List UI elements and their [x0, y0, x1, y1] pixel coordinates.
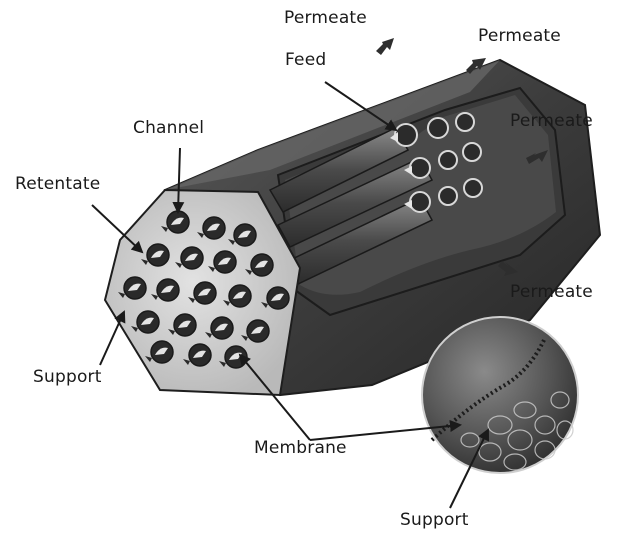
magnified-inset [422, 317, 578, 473]
label-channel: Channel [133, 120, 204, 137]
label-membrane: Membrane [254, 440, 347, 457]
label-retentate: Retentate [15, 176, 100, 193]
label-support-left: Support [33, 369, 102, 386]
label-permeate-top-right: Permeate [478, 28, 561, 45]
label-support-bottom: Support [400, 512, 469, 529]
label-permeate-right: Permeate [510, 113, 593, 130]
label-permeate-top: Permeate [284, 10, 367, 27]
support-left-leader [100, 312, 124, 365]
label-permeate-lower-right: Permeate [510, 284, 593, 301]
label-feed: Feed [285, 52, 326, 69]
permeate-arrow-top [376, 38, 394, 55]
